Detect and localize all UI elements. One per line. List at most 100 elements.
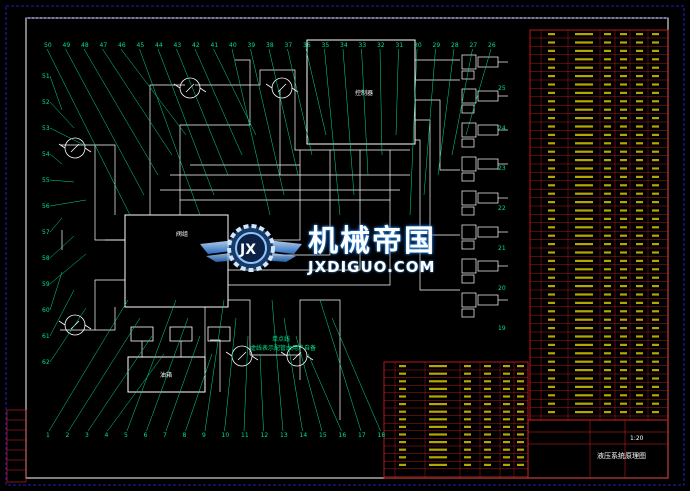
cylinder-icon — [477, 192, 499, 204]
valve-icon — [461, 224, 477, 240]
part-number-25: 25 — [498, 85, 506, 92]
pump-symbols — [58, 77, 314, 367]
watermark-en-text: JXDIGUO.COM — [308, 258, 436, 276]
controller-block: 控制器 — [306, 39, 416, 145]
site-watermark: JX 机械帝国 JXDIGUO.COM — [196, 214, 496, 284]
part-number-30: 30 — [414, 42, 422, 49]
part-number-12: 12 — [261, 432, 269, 439]
part-number-54: 54 — [42, 151, 50, 158]
part-number-19: 19 — [498, 325, 506, 332]
part-number-45: 45 — [137, 42, 145, 49]
part-number-20: 20 — [498, 285, 506, 292]
tank-block-label: 油箱 — [160, 371, 172, 379]
valve-icon — [461, 156, 477, 172]
part-number-29: 29 — [433, 42, 441, 49]
valve-icon — [461, 138, 475, 148]
drawing-scale: 1:20 — [630, 435, 644, 442]
tank-block: 油箱 — [127, 356, 206, 393]
part-number-3: 3 — [85, 432, 89, 439]
part-number-9: 9 — [202, 432, 206, 439]
cylinder-icon — [477, 294, 499, 306]
part-number-44: 44 — [155, 42, 163, 49]
part-number-60: 60 — [42, 307, 50, 314]
valve-icon — [461, 308, 475, 318]
part-number-4: 4 — [105, 432, 109, 439]
bottom-parts-table — [383, 361, 529, 479]
parts-list-table — [529, 29, 669, 421]
part-number-13: 13 — [280, 432, 288, 439]
part-number-28: 28 — [451, 42, 459, 49]
part-number-33: 33 — [359, 42, 367, 49]
part-number-48: 48 — [81, 42, 89, 49]
cylinder-icon — [477, 158, 499, 170]
part-number-42: 42 — [192, 42, 200, 49]
valve-icon — [461, 292, 477, 308]
part-number-2: 2 — [66, 432, 70, 439]
valve-icon — [461, 54, 477, 70]
left-revision-strip — [6, 409, 27, 483]
part-number-31: 31 — [396, 42, 404, 49]
filter-blocks — [130, 326, 231, 342]
part-number-35: 35 — [322, 42, 330, 49]
watermark-cn-text: 机械帝国 — [308, 224, 436, 259]
part-number-5: 5 — [124, 432, 128, 439]
part-number-10: 10 — [222, 432, 230, 439]
valve-icon — [461, 104, 475, 114]
part-number-8: 8 — [183, 432, 187, 439]
part-number-59: 59 — [42, 281, 50, 288]
part-number-52: 52 — [42, 99, 50, 106]
drawing-title: 液压系统原理图 — [597, 451, 646, 460]
note-line-1: 单点线 — [272, 335, 290, 343]
part-number-51: 51 — [42, 73, 50, 80]
leader-lines — [46, 48, 492, 432]
part-number-53: 53 — [42, 125, 50, 132]
valve-icon — [461, 190, 477, 206]
part-number-39: 39 — [248, 42, 256, 49]
title-block: 液压系统原理图 1:20 — [527, 419, 669, 479]
part-number-47: 47 — [100, 42, 108, 49]
part-number-61: 61 — [42, 333, 50, 340]
part-number-6: 6 — [144, 432, 148, 439]
valve-icon — [461, 240, 475, 250]
part-number-24: 24 — [498, 125, 506, 132]
part-number-49: 49 — [63, 42, 71, 49]
part-number-58: 58 — [42, 255, 50, 262]
part-number-37: 37 — [285, 42, 293, 49]
part-number-14: 14 — [300, 432, 308, 439]
valve-icon — [461, 172, 475, 182]
part-number-41: 41 — [211, 42, 219, 49]
cylinder-icon — [477, 90, 499, 102]
logo-letters: JX — [239, 242, 256, 258]
part-number-36: 36 — [303, 42, 311, 49]
note-line-2: 虚线表示配管由用户自备 — [250, 344, 316, 352]
valve-icon — [461, 258, 477, 274]
cylinder-icon — [477, 124, 499, 136]
part-number-7: 7 — [163, 432, 167, 439]
part-number-1: 1 — [46, 432, 50, 439]
part-number-62: 62 — [42, 359, 50, 366]
gear-wings-logo-icon: JX — [200, 224, 302, 272]
part-number-55: 55 — [42, 177, 50, 184]
part-number-50: 50 — [44, 42, 52, 49]
part-number-56: 56 — [42, 203, 50, 210]
valve-icon — [461, 122, 477, 138]
part-number-27: 27 — [470, 42, 478, 49]
part-number-23: 23 — [498, 165, 506, 172]
part-number-26: 26 — [488, 42, 496, 49]
drawing-notes: 单点线 虚线表示配管由用户自备 — [250, 335, 316, 352]
part-number-40: 40 — [229, 42, 237, 49]
valve-block-label: 阀组 — [176, 230, 188, 238]
valve-icon — [461, 206, 475, 216]
part-number-57: 57 — [42, 229, 50, 236]
part-number-15: 15 — [319, 432, 327, 439]
part-number-21: 21 — [498, 245, 506, 252]
valve-icon — [461, 274, 475, 284]
part-number-46: 46 — [118, 42, 126, 49]
part-number-43: 43 — [174, 42, 182, 49]
part-number-22: 22 — [498, 205, 506, 212]
left-part-numbers: 51 52 53 54 55 56 57 58 59 60 61 62 — [42, 73, 50, 366]
part-number-34: 34 — [340, 42, 348, 49]
part-number-17: 17 — [358, 432, 366, 439]
